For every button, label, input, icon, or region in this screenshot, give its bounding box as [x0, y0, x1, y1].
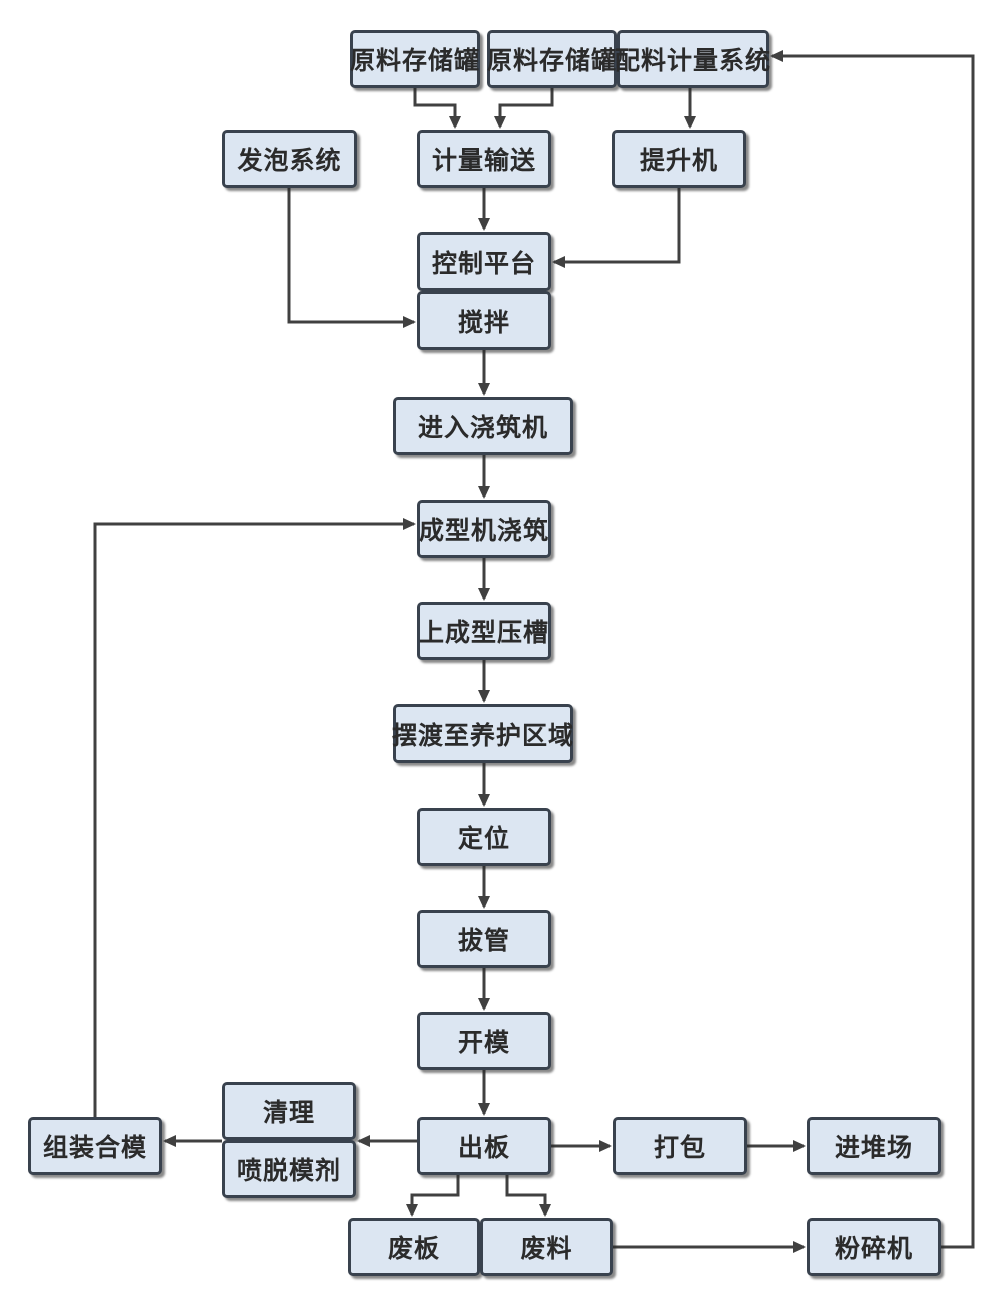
node-packing: 打包 [613, 1117, 747, 1175]
node-cleaning: 清理 [222, 1082, 356, 1140]
node-waste-material: 废料 [480, 1218, 613, 1276]
connector-plate-out-to-waste-mat [505, 1175, 551, 1217]
connector-tank1-to-metering [413, 88, 461, 129]
node-forming-press-groove: 上成型压槽 [417, 602, 551, 660]
node-plate-out: 出板 [417, 1117, 551, 1175]
node-control-platform: 控制平台 [417, 232, 551, 291]
node-crusher: 粉碎机 [807, 1218, 941, 1276]
node-hoist: 提升机 [612, 130, 746, 188]
node-batching-metering-system: 配料计量系统 [615, 30, 770, 88]
connector-crusher-to-batching-loop [770, 50, 975, 1249]
node-ferry-to-curing-area: 摆渡至养护区域 [392, 704, 573, 763]
node-mixing: 搅拌 [417, 291, 551, 350]
node-waste-board: 废板 [348, 1218, 480, 1276]
node-raw-material-tank-1: 原料存储罐 [350, 30, 480, 88]
connector-foaming-to-mixing [287, 188, 416, 328]
node-forming-machine-pouring: 成型机浇筑 [417, 500, 551, 558]
node-tube-pulling: 拔管 [417, 910, 551, 968]
node-assemble-close-mold: 组装合模 [28, 1117, 162, 1175]
connector-hoist-to-control [552, 188, 681, 268]
connector-tank2-to-metering [494, 88, 554, 129]
node-enter-pouring-machine: 进入浇筑机 [393, 397, 573, 455]
node-metering-conveyor: 计量输送 [417, 130, 551, 188]
connector-plate-out-to-waste-board [406, 1175, 460, 1217]
node-mold-opening: 开模 [417, 1012, 551, 1070]
node-to-stockyard: 进堆场 [807, 1117, 941, 1175]
node-positioning: 定位 [417, 808, 551, 866]
connector-assemble-to-forming-loop [93, 518, 416, 1117]
node-spray-release-agent: 喷脱模剂 [222, 1140, 356, 1198]
node-raw-material-tank-2: 原料存储罐 [487, 30, 617, 88]
node-foaming-system: 发泡系统 [222, 130, 357, 188]
